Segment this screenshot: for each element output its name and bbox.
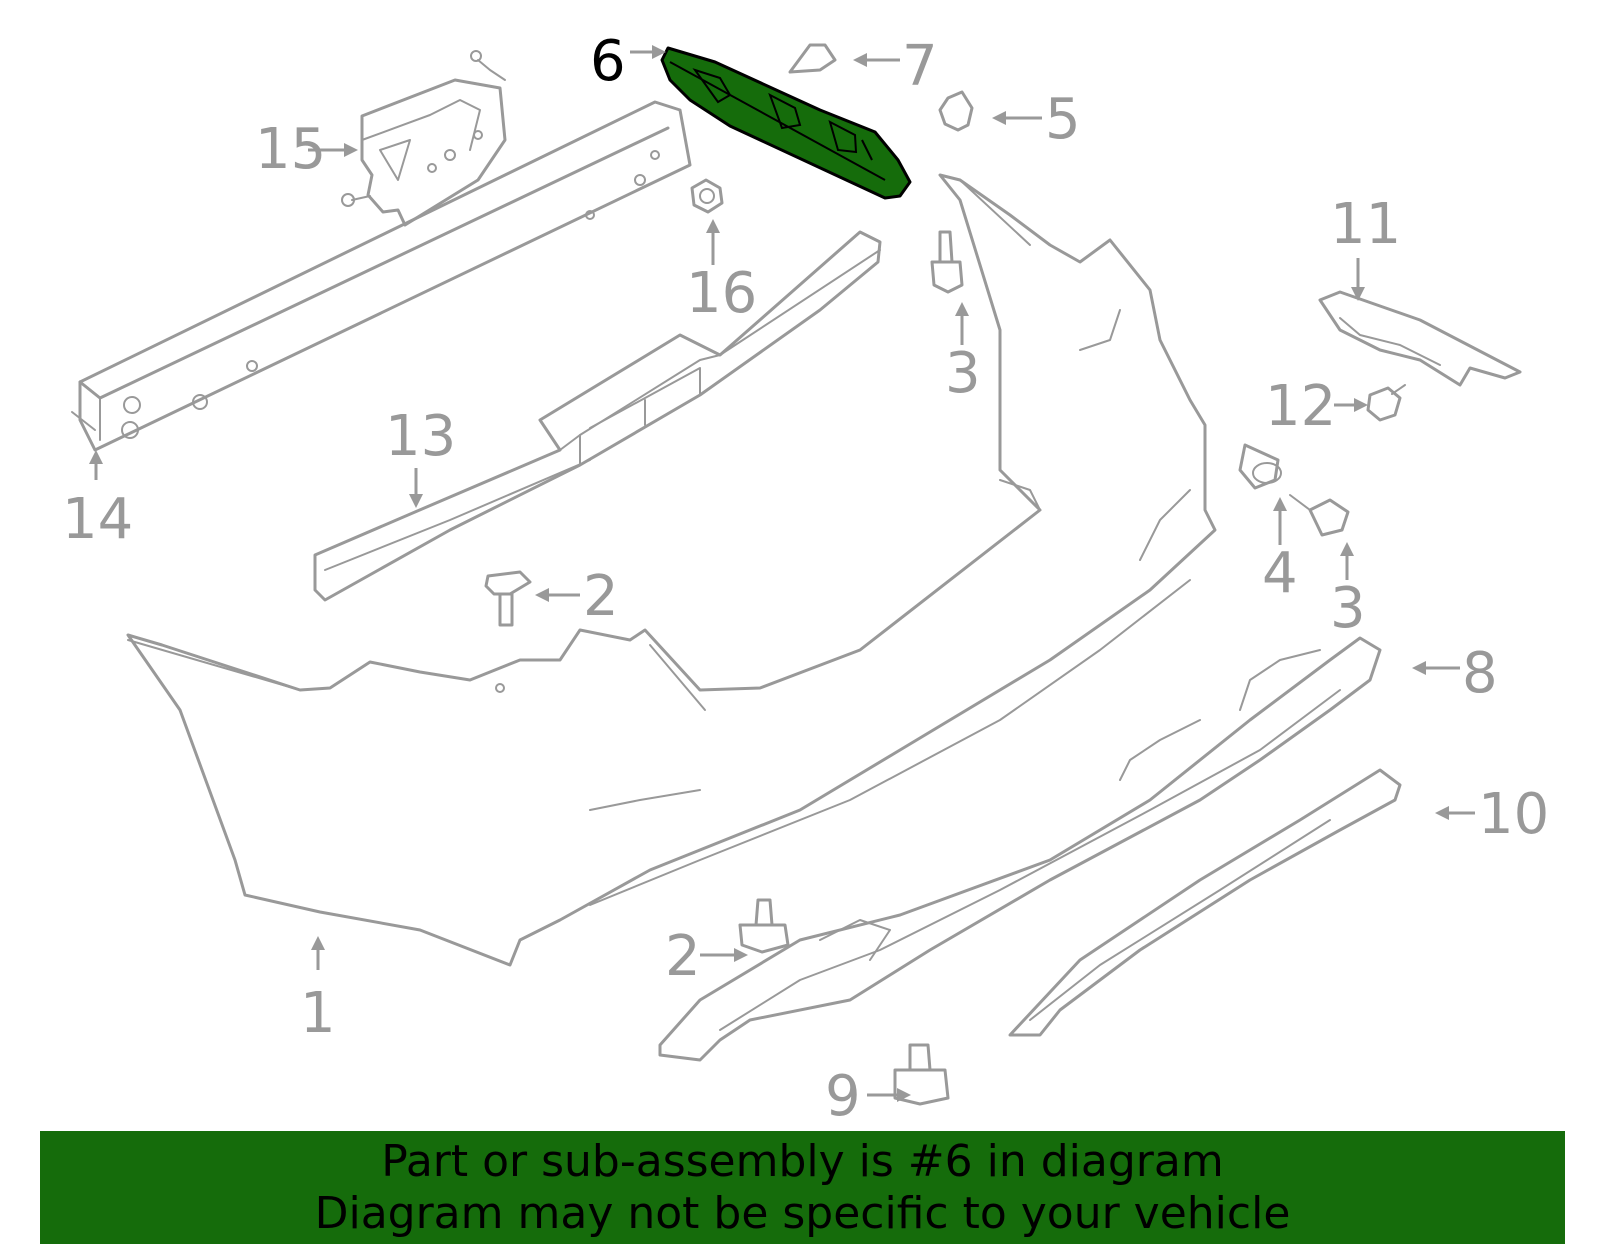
callout-5: 5	[1045, 87, 1081, 152]
fastener-4-grommet	[1238, 443, 1282, 490]
banner-line-1: Part or sub-assembly is #6 in diagram	[381, 1135, 1224, 1187]
fastener-9-bolt	[893, 1043, 950, 1106]
callout-6: 6	[590, 29, 626, 94]
callout-3b: 3	[1330, 576, 1366, 641]
part-8-lower-valance	[658, 636, 1382, 1062]
part-14-reinforcement-bar	[71, 100, 692, 452]
part-15-bracket	[341, 50, 507, 227]
callout-labels: 15 14 13 1 2 2 3 3 4 5 6 7 8 9 10 11 12 …	[62, 29, 1549, 1129]
callout-9: 9	[825, 1064, 861, 1129]
part-6-highlighted-bracket	[660, 46, 912, 200]
fastener-7-clip	[788, 43, 837, 74]
fastener-5-nut	[938, 90, 974, 132]
callout-13: 13	[385, 404, 456, 469]
part-13-energy-absorber	[313, 230, 882, 602]
parts-diagram: 15 14 13 1 2 2 3 3 4 5 6 7 8 9 10 11 12 …	[62, 29, 1549, 1129]
callout-arrows	[89, 45, 1475, 1102]
callout-12: 12	[1265, 374, 1336, 439]
callout-11: 11	[1330, 192, 1401, 257]
callout-1: 1	[300, 981, 336, 1046]
part-1-bumper-cover	[126, 173, 1217, 967]
fastener-12-bolt	[1366, 384, 1406, 422]
fastener-2-push-pin-b	[738, 898, 790, 954]
callout-15: 15	[255, 117, 326, 182]
callout-16: 16	[686, 261, 757, 326]
callout-7: 7	[902, 34, 938, 99]
info-banner: Part or sub-assembly is #6 in diagram Di…	[40, 1131, 1565, 1244]
fastener-3-bolt-a	[930, 230, 964, 294]
callout-3a: 3	[945, 341, 981, 406]
part-11-bracket	[1318, 290, 1522, 387]
callout-4: 4	[1262, 541, 1298, 606]
callout-2a: 2	[583, 564, 619, 629]
callout-14: 14	[62, 487, 133, 552]
callout-2b: 2	[665, 924, 701, 989]
banner-line-2: Diagram may not be specific to your vehi…	[314, 1187, 1291, 1239]
fastener-3-bolt-b	[1289, 494, 1350, 537]
part-10-trim-strip	[1008, 768, 1402, 1037]
fastener-2-push-pin-a	[484, 570, 532, 627]
fastener-16-nut	[690, 178, 724, 214]
callout-8: 8	[1462, 641, 1498, 706]
callout-10: 10	[1478, 782, 1549, 847]
